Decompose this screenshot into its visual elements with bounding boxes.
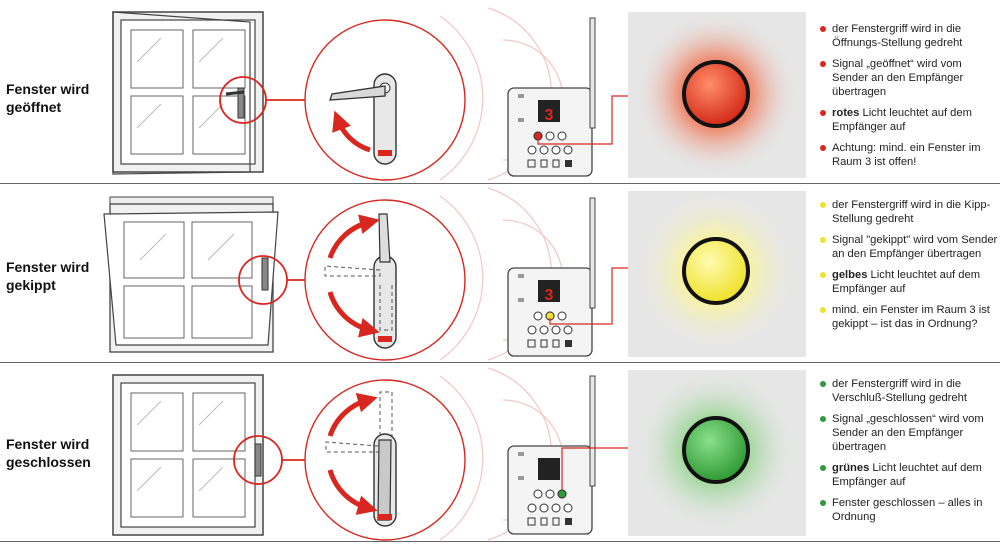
list-item: grünes Licht leuchtet auf dem Empfänger … [820,461,998,489]
row-opened: Fenster wird geöffnet der Fenstergriff w… [0,0,1000,178]
list-item: Achtung: mind. ein Fenster im Raum 3 ist… [820,141,998,169]
lamp-panel-green [628,368,806,536]
rotate-arrow-down [327,291,380,338]
list-item: rotes Licht leuchtet auf dem Empfänger a… [820,106,998,134]
window-tilted-illustration [103,196,305,353]
handle-opened-illustration [304,15,484,181]
bullet-dot [820,202,826,208]
lamp-panel-yellow [628,189,806,357]
bullet-dot [820,61,826,67]
list-item: der Fenstergriff wird in die Öffnungs-St… [820,22,998,50]
bullet-dot [820,465,826,471]
list-item: Signal „geöffnet“ wird vom Sender an den… [820,57,998,99]
bullet-dot [820,110,826,116]
bullet-dot [820,145,826,151]
bullet-dot [820,500,826,506]
row-title: Fenster wird geöffnet [6,81,90,115]
rotate-arrow-up [327,214,380,259]
list-item: gelbes Licht leuchtet auf dem Empfänger … [820,268,998,296]
list-item: Fenster geschlossen – alles in Ordnung [820,496,998,524]
divider [0,183,1000,184]
bullet-dot [820,26,826,32]
bullet-list: der Fenstergriff wird in die Kipp-Stellu… [820,198,998,338]
list-item: der Fenstergriff wird in die Verschluß-S… [820,377,998,405]
red-lamp [682,60,750,128]
window-opened-illustration [112,11,305,175]
row-tilted: Fenster wird gekippt der Fenstergriff wi… [0,184,1000,362]
bullet-list: der Fenstergriff wird in die Öffnungs-St… [820,22,998,176]
list-item: Signal „geschlossen“ wird vom Sender an … [820,412,998,454]
row-title: Fenster wird geschlossen [6,436,91,470]
bullet-dot [820,307,826,313]
list-item: Signal "gekippt" wird vom Sender an den … [820,233,998,261]
lamp-panel-red [628,12,806,178]
svg-text:3: 3 [545,287,554,304]
svg-text:3: 3 [545,107,554,124]
divider [0,362,1000,363]
handle-closed-illustration [304,375,484,541]
rotate-arrow-up [327,392,378,437]
green-lamp [682,416,750,484]
divider [0,541,1000,542]
bullet-dot [820,416,826,422]
list-item: der Fenstergriff wird in die Kipp-Stellu… [820,198,998,226]
rotate-arrow-down [327,469,378,515]
bullet-dot [820,237,826,243]
bullet-dot [820,381,826,387]
rotate-arrow [332,110,371,153]
bullet-list: der Fenstergriff wird in die Verschluß-S… [820,377,998,531]
row-title: Fenster wird gekippt [6,259,90,293]
bullet-dot [820,272,826,278]
list-item: mind. ein Fenster im Raum 3 ist gekippt … [820,303,998,331]
row-closed: Fenster wird geschlossen der Fenstergrif… [0,363,1000,541]
yellow-lamp [682,237,750,305]
handle-tilted-illustration [304,195,484,361]
window-closed-illustration [112,374,305,536]
